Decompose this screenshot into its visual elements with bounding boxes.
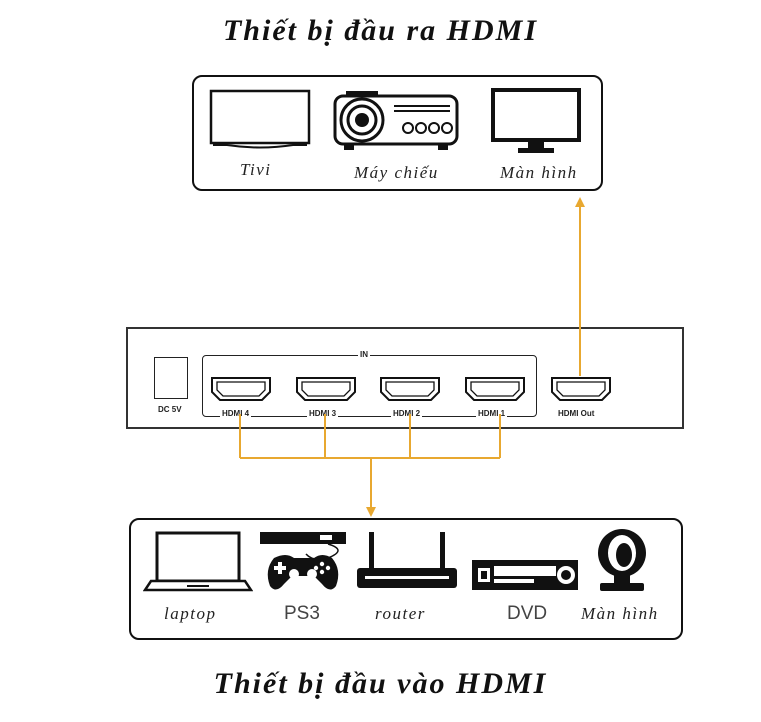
- hdmi-port-3: [296, 377, 356, 401]
- webcam-icon: [598, 529, 646, 591]
- output-title: Thiết bị đầu ra HDMI: [222, 14, 539, 47]
- input-title: Thiết bị đầu vào HDMI: [213, 667, 548, 700]
- input-label-laptop: laptop: [164, 604, 217, 623]
- input-label-ps3: PS3: [284, 603, 320, 624]
- in-label: IN: [358, 350, 370, 359]
- gamepad-icon: [260, 532, 346, 590]
- port-label-hdmi-4: HDMI 4: [220, 409, 252, 418]
- output-label-monitor: Màn hình: [500, 163, 578, 182]
- input-label-router: router: [375, 604, 426, 623]
- hdmi-port-2: [380, 377, 440, 401]
- laptop-icon: [143, 531, 253, 592]
- power-port: [154, 357, 188, 399]
- input-label-dvd: DVD: [507, 603, 548, 624]
- tv-icon: [209, 89, 311, 149]
- port-label-hdmi-1: HDMI 1: [476, 409, 508, 418]
- hdmi-port-4: [211, 377, 271, 401]
- input-label-monitor: Màn hình: [581, 604, 659, 623]
- output-label-tv: Tivi: [240, 160, 272, 179]
- monitor-icon: [491, 88, 581, 153]
- hdmi-out-port: [551, 377, 611, 401]
- port-label-hdmi-2: HDMI 2: [391, 409, 423, 418]
- dvd-player-icon: [472, 560, 578, 590]
- router-icon: [357, 532, 457, 588]
- port-label-hdmi-out: HDMI Out: [556, 409, 597, 418]
- hdmi-port-1: [465, 377, 525, 401]
- projector-icon: [333, 91, 459, 150]
- power-label: DC 5V: [156, 405, 184, 414]
- port-label-hdmi-3: HDMI 3: [307, 409, 339, 418]
- output-label-projector: Máy chiếu: [354, 163, 439, 182]
